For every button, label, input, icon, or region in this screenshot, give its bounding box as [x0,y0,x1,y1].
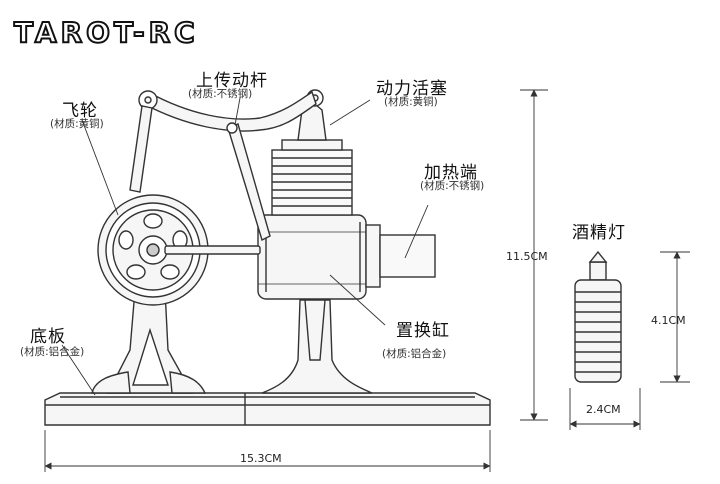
alcohol-lamp [574,250,622,383]
brand-logo: TAROT-RC [13,15,199,50]
material-power-piston: (材质:黄铜) [384,96,438,108]
label-power-piston: 动力活塞 [376,79,448,99]
label-displacer-cylinder: 置换缸 [396,321,450,341]
dimension-lines [44,89,690,472]
label-connecting-rod: 上传动杆 [196,71,268,91]
base-plate [44,392,491,426]
crank-rod [164,245,261,255]
displacer-cylinder-body [257,214,436,300]
dim-lamp-width: 2.4CM [586,403,621,416]
flywheel-stand [91,289,207,394]
dim-lamp-height: 4.1CM [651,314,686,327]
label-heating-end: 加热端 [424,163,478,183]
upper-linkage [129,90,317,241]
material-flywheel: (材质:黄铜) [50,118,104,130]
dim-base-length: 15.3CM [240,452,282,465]
material-base: (材质:铝合金) [20,346,85,358]
cooling-fins [271,139,353,216]
label-flywheel: 飞轮 [62,101,98,121]
dim-engine-height: 11.5CM [506,250,548,263]
cylinder-pedestal [261,299,373,394]
leader-lines [61,97,429,396]
material-connecting-rod: (材质:不锈钢) [188,88,253,100]
material-displacer-cylinder: (材质:铝合金) [382,348,447,360]
flywheel [97,194,209,306]
label-alcohol-lamp: 酒精灯 [572,223,626,243]
label-base: 底板 [30,327,66,347]
material-heating-end: (材质:不锈钢) [420,180,485,192]
